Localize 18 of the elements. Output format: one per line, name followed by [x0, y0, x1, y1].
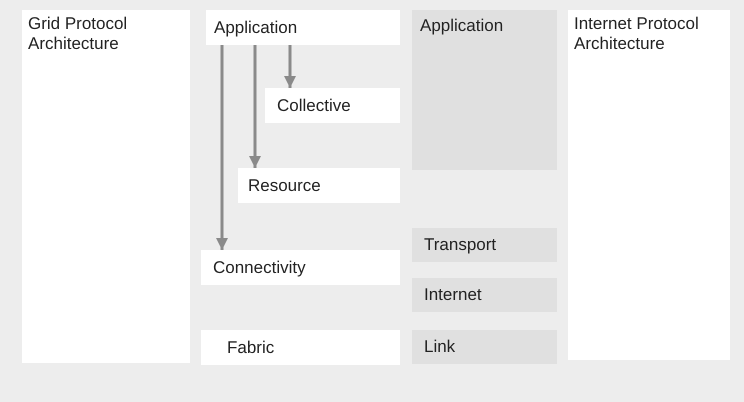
layer-label: Transport [424, 235, 496, 255]
layer-panel [206, 10, 400, 45]
layer-label: Resource [248, 176, 321, 196]
layer-label: Link [424, 337, 456, 357]
layer-label: Internet [424, 285, 482, 305]
layer-panel [201, 250, 400, 285]
layer-label: Application [420, 16, 504, 36]
layer-panel [265, 88, 400, 123]
layer-label: Application [214, 18, 298, 38]
layer-label: Fabric [227, 338, 274, 358]
layer-label: Internet Protocol Architecture [574, 14, 700, 54]
layer-label: Collective [277, 96, 351, 116]
layer-panel [238, 168, 400, 203]
layer-label: Connectivity [213, 258, 306, 278]
arrow [284, 45, 296, 88]
layer-label: Grid Protocol Architecture [28, 14, 128, 54]
arrow [216, 45, 228, 250]
arrow [249, 45, 261, 168]
